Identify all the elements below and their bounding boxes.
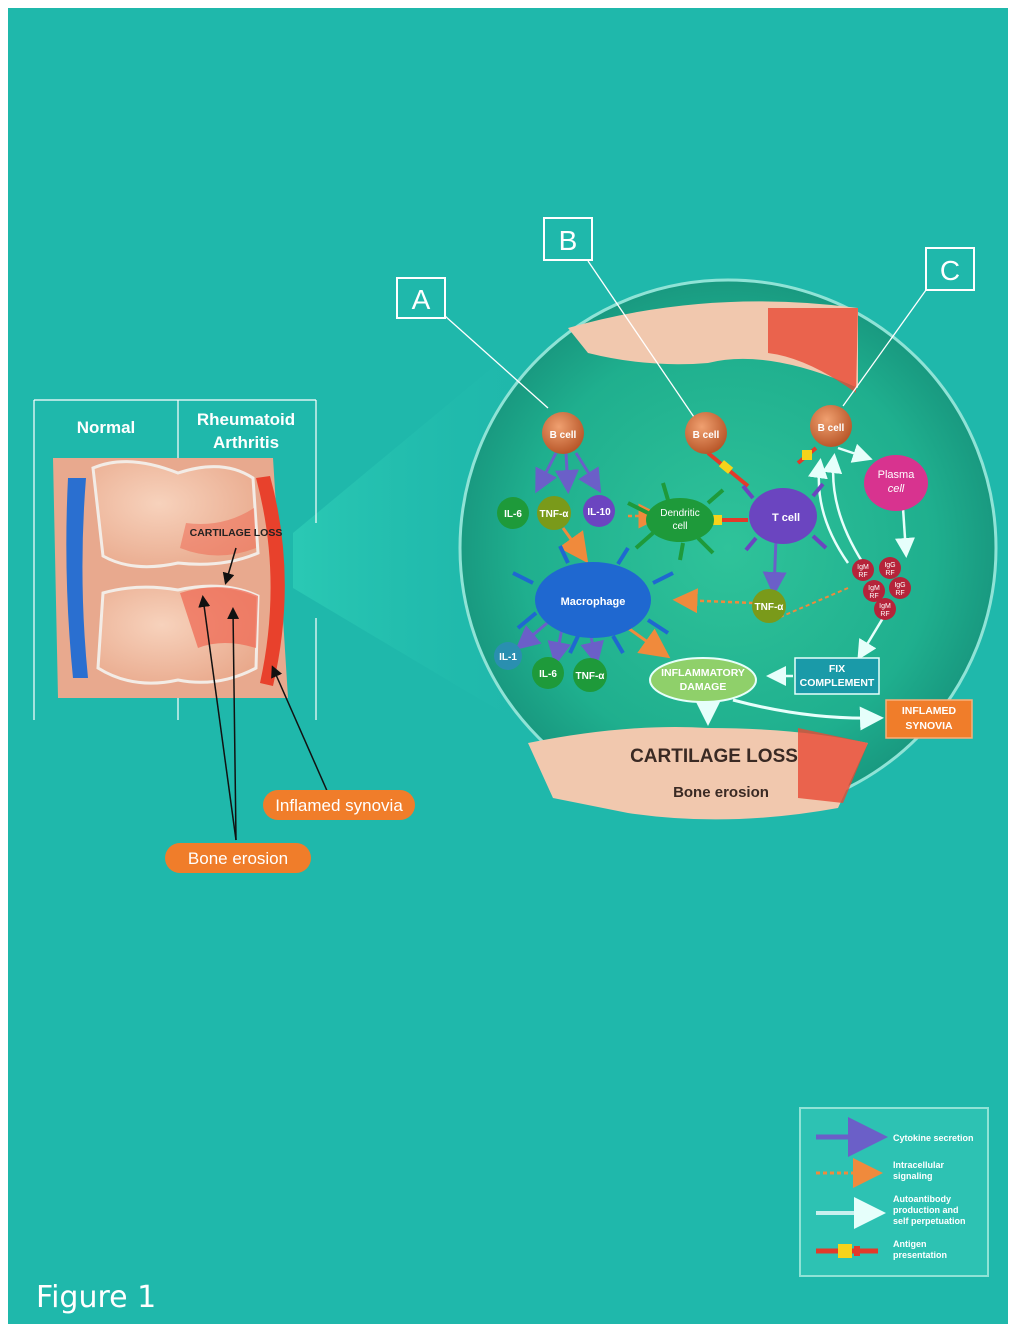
tnf-m-label: TNF-α <box>576 671 606 682</box>
dendritic-cell-label-1: Dendritic <box>660 508 699 519</box>
antibody-label: RF <box>858 572 867 579</box>
inflamed-synovia-label: Inflamed synovia <box>275 796 403 815</box>
circle-bone-erosion-label: Bone erosion <box>673 784 769 801</box>
inflammatory-damage-label-2: DAMAGE <box>680 681 727 693</box>
b-cell-c-label: B cell <box>818 423 845 434</box>
legend-signaling-label-2: signaling <box>893 1171 933 1181</box>
il10-label: IL-10 <box>587 507 611 518</box>
fix-complement-label-1: FIX <box>829 663 845 675</box>
inflammatory-damage-label-1: INFLAMMATORY <box>661 667 745 679</box>
legend-autoantibody-label-3: self perpetuation <box>893 1216 966 1226</box>
antibody-label: IgM <box>879 603 891 610</box>
ra-label-line1: Rheumatoid <box>197 410 295 429</box>
antibody-label: RF <box>869 593 878 600</box>
plasma-cell-label-2: cell <box>888 483 905 495</box>
dendritic-cell-label-2: cell <box>672 521 687 532</box>
inflammatory-damage-oval <box>650 658 756 702</box>
legend-antigen-label-1: Antigen <box>893 1239 927 1249</box>
callout-b-label: B <box>559 225 578 256</box>
antibody-label: RF <box>885 570 894 577</box>
antibody-label: IgG <box>894 582 905 589</box>
antibody-ab1: IgM RF <box>852 559 874 581</box>
figure-label: Figure 1 <box>36 1280 156 1315</box>
bone-erosion-label: Bone erosion <box>188 849 288 868</box>
macrophage-label: Macrophage <box>561 596 626 608</box>
antibody-label: IgM <box>857 564 869 571</box>
antibody-label: RF <box>895 590 904 597</box>
legend-antigen-label-2: presentation <box>893 1250 947 1260</box>
callout-a-label: A <box>412 284 431 315</box>
inflamed-synovia-box-label-2: SYNOVIA <box>905 720 953 732</box>
legend-autoantibody-label-2: production and <box>893 1205 959 1215</box>
inflamed-synovia-box-label-1: INFLAMED <box>902 705 957 717</box>
antibody-label: IgM <box>868 585 880 592</box>
plasma-cell-label-1: Plasma <box>878 469 916 481</box>
callout-c-label: C <box>940 255 960 286</box>
tnf-t-label: TNF-α <box>755 602 785 613</box>
normal-label: Normal <box>77 418 136 437</box>
joint-cartilage-loss-label: CARTILAGE LOSS <box>190 527 283 539</box>
b-cell-b-label: B cell <box>693 430 720 441</box>
figure-page: Normal Rheumatoid Arthritis CARTILAGE LO… <box>8 8 1008 1324</box>
antibody-ab2: IgG RF <box>879 557 901 579</box>
fix-complement-label-2: COMPLEMENT <box>800 677 875 689</box>
ra-pathogenesis-diagram: Normal Rheumatoid Arthritis CARTILAGE LO… <box>8 8 1008 1324</box>
tnf-a-label: TNF-α <box>540 509 570 520</box>
legend-signaling-label-1: Intracellular <box>893 1160 945 1170</box>
ra-label-line2: Arthritis <box>213 433 279 452</box>
il1-label: IL-1 <box>499 652 517 663</box>
il6-m-label: IL-6 <box>539 669 557 680</box>
antibody-label: IgG <box>884 562 895 569</box>
joint-panel: Normal Rheumatoid Arthritis CARTILAGE LO… <box>34 400 415 873</box>
legend-cytokine-label: Cytokine secretion <box>893 1133 974 1143</box>
antibody-ab5: IgM RF <box>874 598 896 620</box>
legend: Cytokine secretion Intracellular signali… <box>800 1108 988 1276</box>
legend-autoantibody-label-1: Autoantibody <box>893 1194 951 1204</box>
il6-a-label: IL-6 <box>504 509 522 520</box>
circle-cartilage-loss-label: CARTILAGE LOSS <box>630 746 798 767</box>
antibody-ab4: IgG RF <box>889 577 911 599</box>
antibody-label: RF <box>880 611 889 618</box>
t-cell-label: T cell <box>772 512 800 524</box>
b-cell-a-label: B cell <box>550 430 577 441</box>
